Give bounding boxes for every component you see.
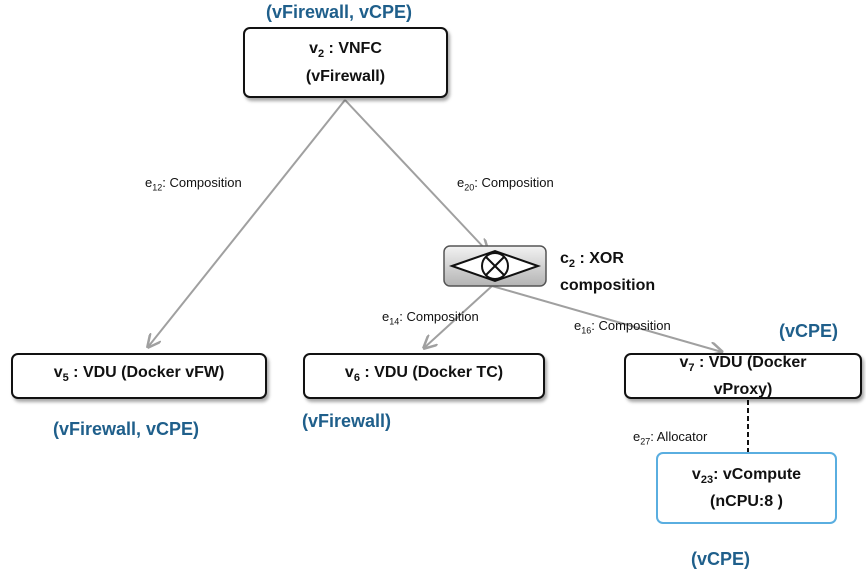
node-v23-prefix: v: [691, 465, 701, 483]
v6-tag: (vFirewall): [302, 411, 392, 431]
node-v7-title: : VDU (Docker: [694, 353, 807, 371]
node-v6-sub: 6: [353, 372, 360, 385]
edge-e14-text: : Composition: [399, 309, 479, 324]
xor-operator-sub: 2: [568, 258, 576, 271]
node-v2-sub: 2: [317, 48, 325, 61]
node-v2-prefix: v: [309, 40, 318, 58]
xor-operator-label: c2 : XOR composition: [560, 248, 655, 296]
edge-e14-line: [424, 285, 493, 348]
edge-e27-prefix: e: [633, 429, 641, 444]
xor-operator-line2: composition: [560, 277, 656, 295]
edge-e16-label: e16: Composition: [574, 318, 671, 336]
node-v6[interactable]: v6 : VDU (Docker TC): [303, 353, 545, 399]
edge-e12-sub: 12: [152, 182, 163, 193]
edge-e20-line: [344, 99, 488, 252]
edge-e14-sub: 14: [389, 316, 400, 327]
edge-e12-line: [148, 99, 346, 347]
v2-tag: (vFirewall, vCPE): [266, 2, 413, 22]
node-v2-line2: (vFirewall): [305, 67, 386, 85]
xor-operator-prefix: c: [560, 250, 569, 267]
node-v7-sub: 7: [688, 362, 695, 375]
edge-e14-prefix: e: [382, 309, 390, 324]
node-v5-sub: 5: [62, 372, 69, 385]
node-v23-line2: (nCPU:8 ): [710, 493, 783, 511]
edge-e27-sub: 27: [640, 436, 651, 447]
edge-e20-label: e20: Composition: [457, 175, 554, 193]
node-v23[interactable]: v23: vCompute (nCPU:8 ): [656, 452, 837, 524]
xor-gateway-icon: [443, 245, 547, 287]
edge-e12-label: e12: Composition: [145, 175, 242, 193]
edge-e12-prefix: e: [145, 175, 153, 190]
edge-e20-text: : Composition: [474, 175, 554, 190]
edge-e16-text: : Composition: [591, 318, 671, 333]
node-v2-title: : VNFC: [324, 40, 382, 58]
node-v6-title: : VDU (Docker TC): [359, 364, 504, 382]
xor-operator-title: : XOR: [575, 250, 624, 267]
v23-tag: (vCPE): [691, 549, 751, 569]
node-v6-prefix: v: [344, 364, 354, 382]
edge-e20-prefix: e: [457, 175, 465, 190]
edge-e16-line: [491, 285, 722, 352]
edge-e12-text: : Composition: [162, 175, 242, 190]
edge-e16-sub: 16: [581, 325, 592, 336]
edge-e20-sub: 20: [464, 182, 475, 193]
node-v23-sub: 23: [700, 474, 714, 487]
edge-e16-prefix: e: [574, 318, 582, 333]
node-v5[interactable]: v5 : VDU (Docker vFW): [11, 353, 267, 399]
node-v7[interactable]: v7 : VDU (Docker vProxy): [624, 353, 862, 399]
node-v5-title: : VDU (Docker vFW): [68, 364, 225, 382]
node-v7-prefix: v: [679, 353, 689, 371]
node-v5-prefix: v: [53, 364, 63, 382]
node-v7-line2: vProxy): [713, 381, 773, 399]
edge-e14-label: e14: Composition: [382, 309, 479, 327]
edge-e27-label: e27: Allocator: [633, 429, 707, 447]
v7-tag: (vCPE): [779, 321, 839, 341]
v5-tag: (vFirewall, vCPE): [53, 419, 200, 439]
edge-e27-text: : Allocator: [650, 429, 708, 444]
node-v2[interactable]: v2 : VNFC (vFirewall): [243, 27, 448, 98]
node-v23-title: : vCompute: [713, 465, 802, 483]
